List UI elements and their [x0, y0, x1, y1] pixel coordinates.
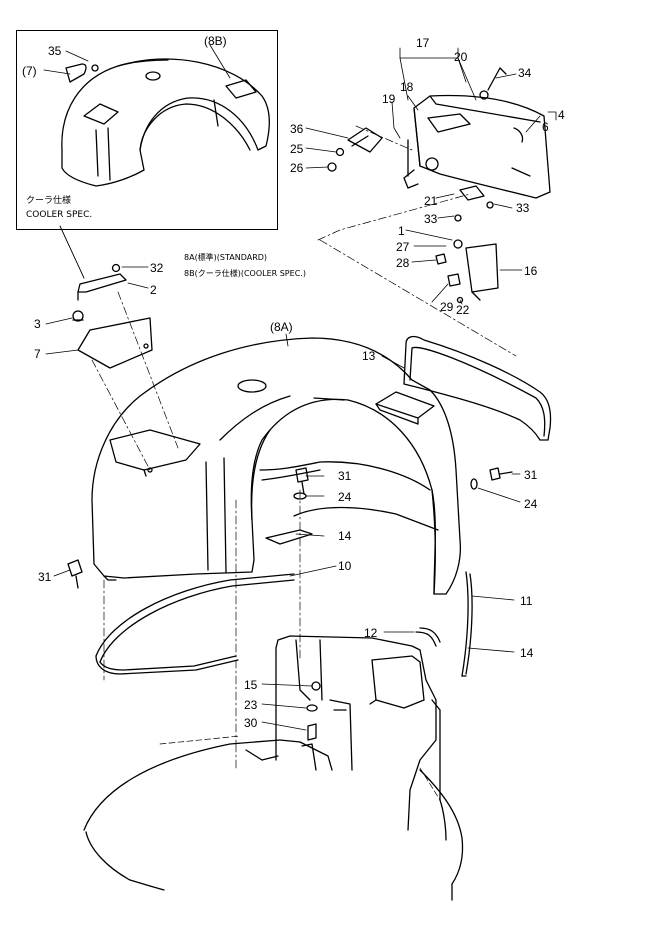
label-25: 25 [290, 142, 304, 156]
label-7: 7 [34, 347, 41, 361]
label-32: 32 [150, 261, 164, 275]
label-34: 34 [518, 66, 532, 80]
main-hood-8a [91, 337, 462, 595]
bracket-2 [72, 263, 127, 322]
lower-frame [245, 635, 441, 831]
base-cylinder [83, 739, 464, 901]
label-36: 36 [290, 122, 304, 136]
label-4: 4 [558, 108, 565, 122]
label-7-inset: (7) [22, 64, 37, 78]
label-28: 28 [396, 256, 410, 270]
legend-8b: 8B(クーラ仕様)(COOLER SPEC.) [184, 269, 306, 278]
label-26: 26 [290, 161, 304, 175]
label-35: 35 [48, 44, 62, 58]
label-19: 19 [382, 92, 396, 106]
bracket-4 [547, 111, 557, 121]
label-13: 13 [362, 349, 376, 363]
label-31-left: 31 [38, 570, 52, 584]
bracket-leaders [45, 266, 149, 355]
inset-cover-8b [61, 58, 270, 187]
label-10: 10 [338, 559, 352, 573]
inset-pointer-line [59, 225, 85, 279]
cooler-spec-inset-frame [16, 30, 278, 230]
label-31-right: 31 [524, 468, 538, 482]
label-17: 17 [416, 36, 430, 50]
strip-14-upper [265, 529, 313, 545]
label-12: 12 [364, 626, 378, 640]
strip-12 [419, 627, 441, 643]
label-33-left: 33 [424, 212, 438, 226]
inset-note-en: COOLER SPEC. [26, 210, 93, 220]
label-30: 30 [244, 716, 258, 730]
label-24-right: 24 [524, 497, 538, 511]
inset-note-jp: クーラ仕様 [26, 196, 72, 206]
main-leaders [53, 333, 521, 653]
alignment-lines [91, 125, 517, 771]
label-3: 3 [34, 317, 41, 331]
bracket-17 [399, 47, 459, 59]
label-27: 27 [396, 240, 410, 254]
base-dashes [159, 735, 441, 801]
label-33-right: 33 [516, 201, 530, 215]
main-hood-label-8a: (8A) [270, 320, 293, 334]
legend-8a: 8A(標準)(STANDARD) [184, 253, 268, 262]
label-16: 16 [524, 264, 538, 278]
label-31-center: 31 [338, 469, 352, 483]
label-14-upper: 14 [338, 529, 352, 543]
label-15: 15 [244, 678, 258, 692]
label-1: 1 [398, 224, 405, 238]
label-22: 22 [456, 303, 470, 317]
upper-right-leaders [305, 57, 541, 305]
label-29: 29 [440, 300, 454, 314]
label-14-lower: 14 [520, 646, 534, 660]
label-20: 20 [454, 50, 468, 64]
lower-leaders [261, 683, 313, 731]
hood-plate-assembly [327, 67, 551, 304]
seal-13 [403, 335, 552, 441]
pad-7 [77, 317, 153, 369]
label-2: 2 [150, 283, 157, 297]
label-11: 11 [520, 594, 533, 608]
seal-10 [95, 573, 295, 675]
label-18: 18 [400, 80, 414, 94]
label-23: 23 [244, 698, 258, 712]
label-21: 21 [424, 194, 438, 208]
seals-11-14 [461, 571, 473, 677]
inset-title-8b: (8B) [204, 34, 227, 48]
bolts-31 [67, 467, 513, 589]
label-6: 6 [542, 120, 549, 134]
inset-leaders [43, 44, 231, 79]
label-24-center: 24 [338, 490, 352, 504]
